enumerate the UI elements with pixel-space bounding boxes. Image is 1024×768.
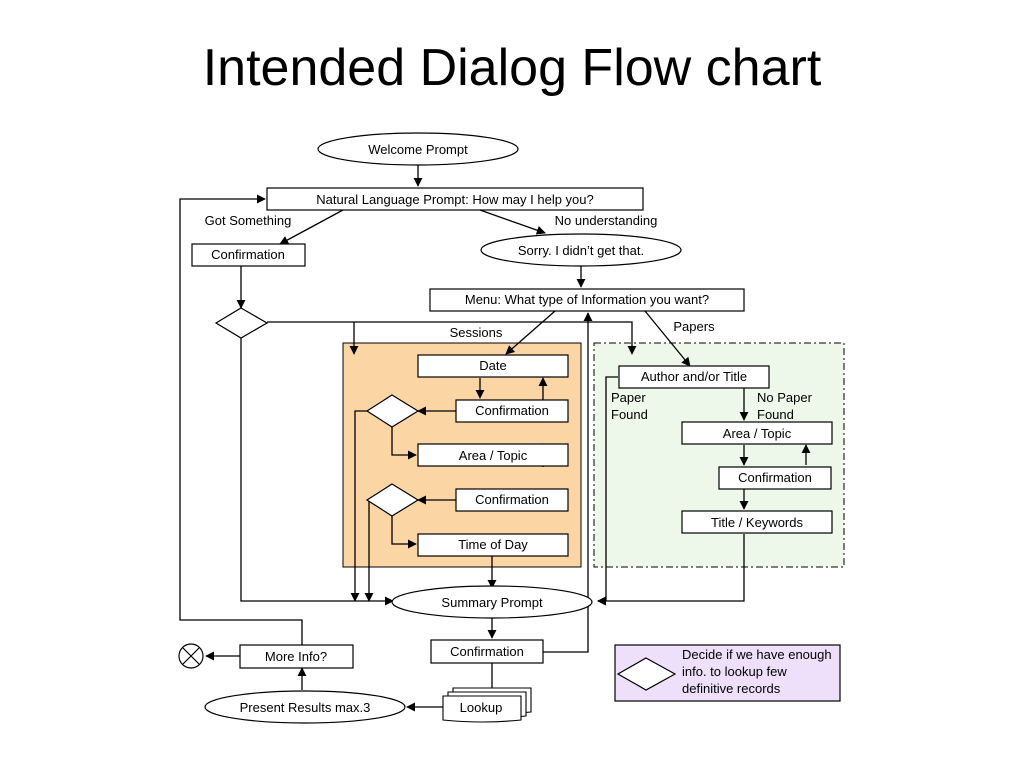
menu-node: [429, 288, 745, 312]
welcome-prompt-label: Welcome Prompt: [368, 142, 468, 157]
confirmation-papers-label: Confirmation: [738, 470, 812, 485]
more-info-label: More Info?: [265, 649, 327, 664]
no-paper-found-label-1: No Paper: [757, 390, 813, 405]
title-keywords-label: Title / Keywords: [711, 515, 803, 530]
present-results-label: Present Results max.3: [240, 700, 371, 715]
page-title: Intended Dialog Flow chart: [202, 39, 822, 97]
author-title-label: Author and/or Title: [641, 369, 747, 384]
area-topic-papers-node: [681, 421, 833, 445]
got-something-label: Got Something: [205, 213, 292, 228]
summary-prompt-label: Summary Prompt: [441, 595, 543, 610]
no-paper-found-label-2: Found: [757, 407, 794, 422]
area-topic-papers-label: Area / Topic: [723, 426, 792, 441]
confirmation-summary-label: Confirmation: [450, 644, 524, 659]
decision-diamond-main: [214, 307, 269, 339]
decision-diamond-area: [365, 483, 420, 517]
confirmation-main-node: [191, 243, 306, 267]
paper-found-label-2: Found: [611, 407, 648, 422]
confirmation-area-label: Confirmation: [475, 492, 549, 507]
confirmation-area-node: [455, 488, 569, 512]
area-topic-sessions-label: Area / Topic: [459, 448, 528, 463]
nl-prompt-node: [266, 187, 644, 211]
sorry-label: Sorry. I didn’t get that.: [518, 243, 644, 258]
lookup-node: [442, 687, 532, 723]
welcome-prompt-node: [317, 132, 519, 166]
area-topic-sessions-node: [417, 443, 569, 467]
title-keywords-node: [681, 510, 833, 534]
date-node: [417, 354, 569, 378]
present-results-node: [204, 690, 406, 724]
time-of-day-node: [417, 533, 569, 557]
decision-diamond-date: [365, 394, 420, 428]
nl-prompt-label: Natural Language Prompt: How may I help …: [316, 192, 594, 207]
sessions-label: Sessions: [450, 325, 503, 340]
paper-found-label-1: Paper: [611, 390, 646, 405]
lookup-label: Lookup: [460, 700, 503, 715]
author-title-node: [618, 365, 770, 389]
summary-prompt-node: [391, 585, 593, 619]
sorry-node: [480, 233, 682, 267]
confirmation-summary-node: [430, 639, 544, 664]
confirmation-date-label: Confirmation: [475, 403, 549, 418]
end-terminator-icon: [178, 643, 204, 669]
legend-text-2: info. to lookup few: [682, 664, 787, 679]
time-of-day-label: Time of Day: [458, 537, 528, 552]
confirmation-date-node: [455, 399, 569, 423]
legend-diamond-icon: [616, 657, 677, 691]
no-understanding-label: No understanding: [555, 213, 658, 228]
confirmation-papers-node: [718, 466, 832, 490]
date-label: Date: [479, 358, 506, 373]
menu-label: Menu: What type of Information you want?: [465, 292, 709, 307]
legend-text-3: definitive records: [682, 681, 781, 696]
legend-text-1: Decide if we have enough: [682, 647, 832, 662]
more-info-node: [239, 644, 354, 669]
papers-label: Papers: [673, 319, 715, 334]
confirmation-main-label: Confirmation: [211, 247, 285, 262]
